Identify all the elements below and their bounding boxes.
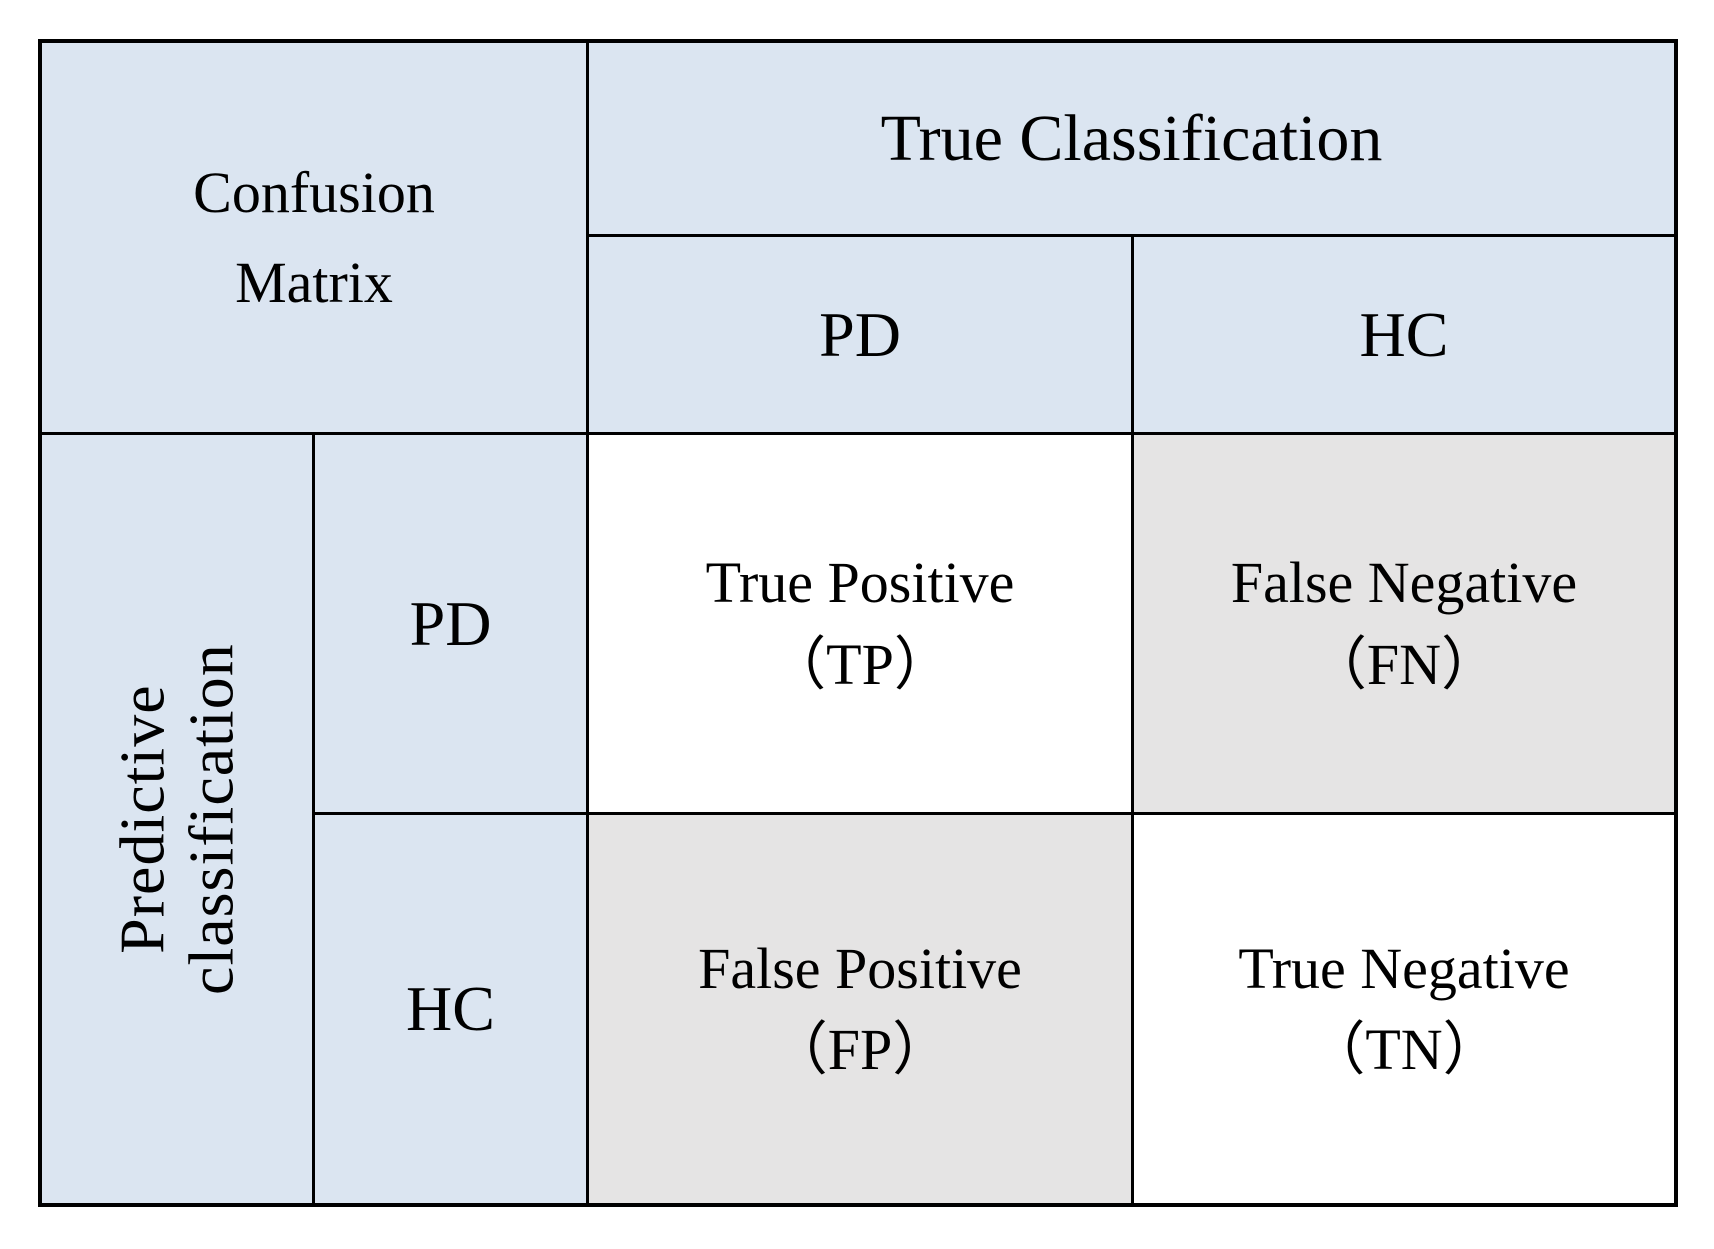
col-header-pd-label: PD: [819, 298, 901, 370]
cell-true-positive: True Positive （TP）: [589, 435, 1131, 812]
row-header-pd: PD: [315, 435, 586, 812]
predictive-classification-header: Predictive classification: [42, 435, 312, 1203]
col-header-pd: PD: [589, 237, 1131, 432]
false-negative-abbr: （FN）: [1308, 631, 1500, 697]
row-group-label-line2: classification: [176, 643, 247, 995]
row-group-label-line1: Predictive: [106, 684, 178, 954]
true-negative-abbr: （TN）: [1307, 1017, 1501, 1082]
cell-false-negative: False Negative （FN）: [1134, 435, 1674, 812]
confusion-matrix-table: Confusion Matrix True Classification PD …: [38, 39, 1678, 1207]
false-negative-label: False Negative: [1230, 550, 1578, 616]
true-positive-label: True Positive: [705, 550, 1015, 616]
corner-label-line1: Confusion: [193, 159, 435, 225]
false-positive-abbr: （FP）: [769, 1017, 951, 1082]
corner-label-line2: Matrix: [235, 249, 393, 315]
confusion-matrix-corner-cell: Confusion Matrix: [42, 43, 586, 432]
col-header-hc-label: HC: [1359, 298, 1449, 370]
cell-false-positive: False Positive （FP）: [589, 815, 1131, 1203]
cell-true-negative: True Negative （TN）: [1134, 815, 1674, 1203]
col-header-hc: HC: [1134, 237, 1674, 432]
true-positive-abbr: （TP）: [768, 631, 952, 697]
row-header-hc: HC: [315, 815, 586, 1203]
row-header-hc-label: HC: [406, 973, 495, 1045]
true-classification-header-label: True Classification: [880, 101, 1383, 175]
row-header-pd-label: PD: [409, 587, 492, 659]
predictive-classification-rotated-label: Predictive classification: [106, 643, 247, 995]
true-classification-header: True Classification: [589, 43, 1674, 234]
true-negative-label: True Negative: [1238, 935, 1570, 1001]
false-positive-label: False Positive: [698, 935, 1022, 1001]
